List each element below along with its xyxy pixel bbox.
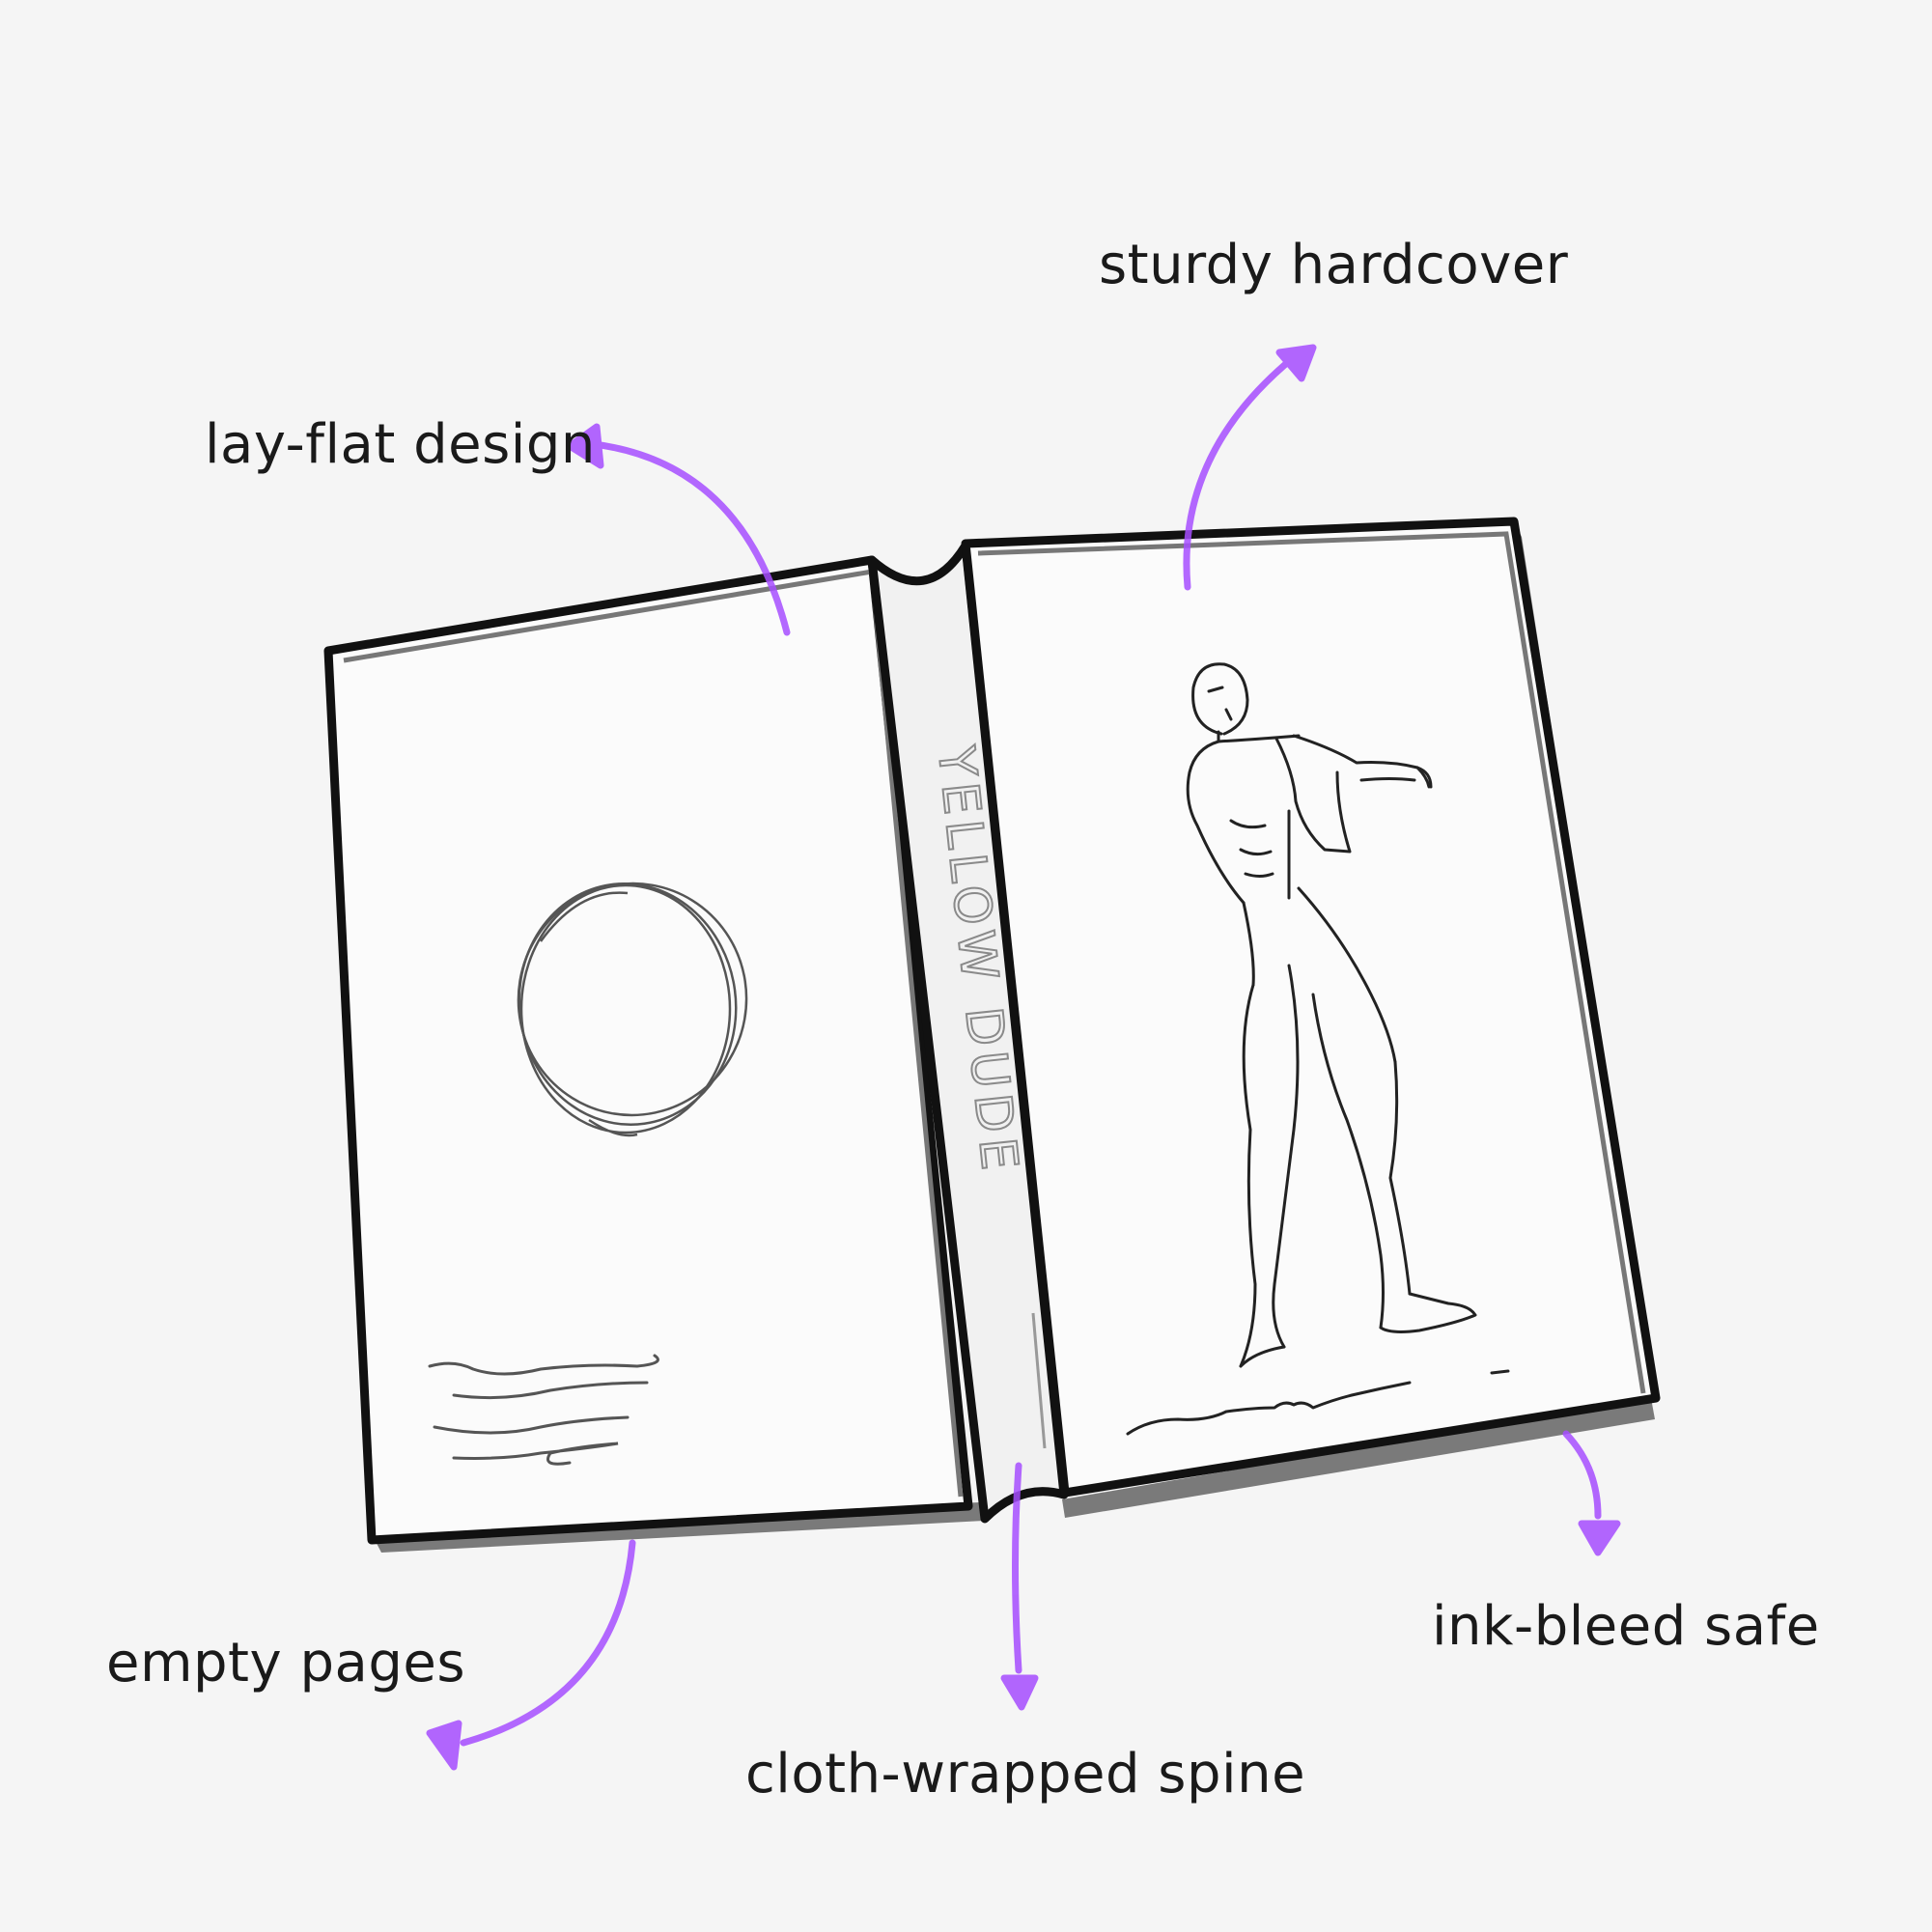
label-empty-pages: empty pages	[106, 1632, 465, 1694]
right-cover	[961, 517, 1661, 1498]
arrow-cloth-spine	[1000, 1462, 1039, 1711]
arrow-lay-flat	[566, 423, 791, 636]
label-lay-flat-design: lay-flat design	[205, 413, 596, 476]
arrow-sturdy-hardcover	[1183, 344, 1317, 591]
label-ink-bleed-safe: ink-bleed safe	[1432, 1595, 1820, 1658]
label-sturdy-hardcover: sturdy hardcover	[1099, 234, 1569, 296]
sun-sketch-icon	[517, 882, 748, 1137]
right-cover-inner-edge	[977, 531, 1646, 1394]
annotation-arrows	[426, 344, 1621, 1771]
figure-sketch-icon	[1126, 662, 1510, 1436]
arrow-ink-bleed	[1562, 1430, 1621, 1556]
left-cover	[323, 555, 973, 1545]
water-lines-sketch	[428, 1354, 659, 1466]
spine-shading	[1031, 1312, 1047, 1449]
open-sketchbook: YELLOW DUDE	[323, 517, 1661, 1553]
label-cloth-wrapped-spine: cloth-wrapped spine	[745, 1743, 1306, 1806]
arrow-empty-pages	[426, 1539, 636, 1771]
